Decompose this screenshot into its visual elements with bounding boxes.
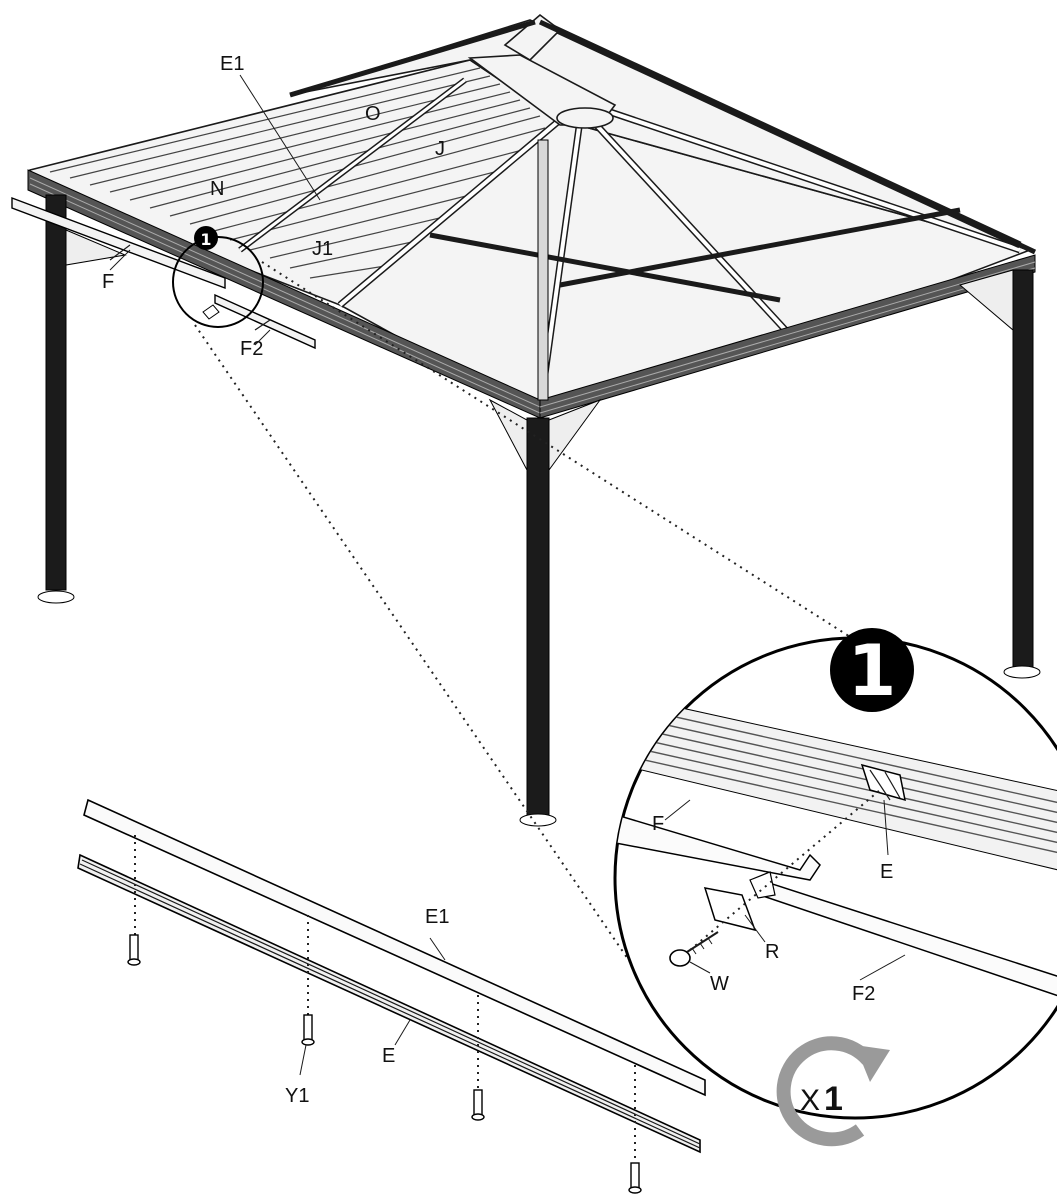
label-w-detail: W xyxy=(710,973,729,995)
screw-y1 xyxy=(127,934,642,1194)
label-n: N xyxy=(210,178,224,200)
gutter-f-left xyxy=(11,196,316,350)
part-e1-strip xyxy=(83,798,706,1097)
label-j1: J1 xyxy=(312,238,333,260)
detail-callout-small xyxy=(172,236,264,328)
label-e1-top: E1 xyxy=(220,53,244,75)
detail-callout-large xyxy=(613,636,1057,1120)
label-f2-detail: F2 xyxy=(852,983,875,1005)
svg-text:1: 1 xyxy=(200,230,211,249)
post-front-left xyxy=(45,194,67,591)
screw-icon xyxy=(669,931,719,967)
quantity-count: 1 xyxy=(824,1080,843,1118)
label-e-bottom: E xyxy=(382,1045,395,1067)
label-f-detail: F xyxy=(652,813,664,835)
part-labels: E1 O J N J1 F F2 F E R W F2 E1 E Y1 xyxy=(102,53,893,1107)
bottom-assembly xyxy=(77,798,706,1194)
label-o: O xyxy=(365,103,381,125)
post-front-right xyxy=(1012,269,1034,671)
svg-text:1: 1 xyxy=(848,630,897,712)
step-badge-small: 1 xyxy=(194,226,218,250)
label-f-left: F xyxy=(102,271,114,293)
label-r-detail: R xyxy=(765,941,779,963)
quantity-indicator: X 1 xyxy=(776,1036,890,1147)
label-e1-bottom: E1 xyxy=(425,906,449,928)
post-back xyxy=(537,139,549,401)
rotate-clockwise-icon xyxy=(776,1036,874,1147)
washer-icon xyxy=(703,887,757,932)
label-j: J xyxy=(435,138,445,160)
label-f2-left: F2 xyxy=(240,338,263,360)
gazebo-posts xyxy=(37,139,1041,827)
quantity-prefix: X xyxy=(800,1084,820,1117)
label-y1-bottom: Y1 xyxy=(285,1085,309,1107)
post-front-center xyxy=(526,417,550,819)
part-e-channel xyxy=(77,853,701,1154)
roof-slats xyxy=(49,67,546,279)
step-badge-large: 1 xyxy=(830,628,914,712)
gazebo-roof xyxy=(27,13,1037,419)
label-e-detail: E xyxy=(880,861,893,883)
